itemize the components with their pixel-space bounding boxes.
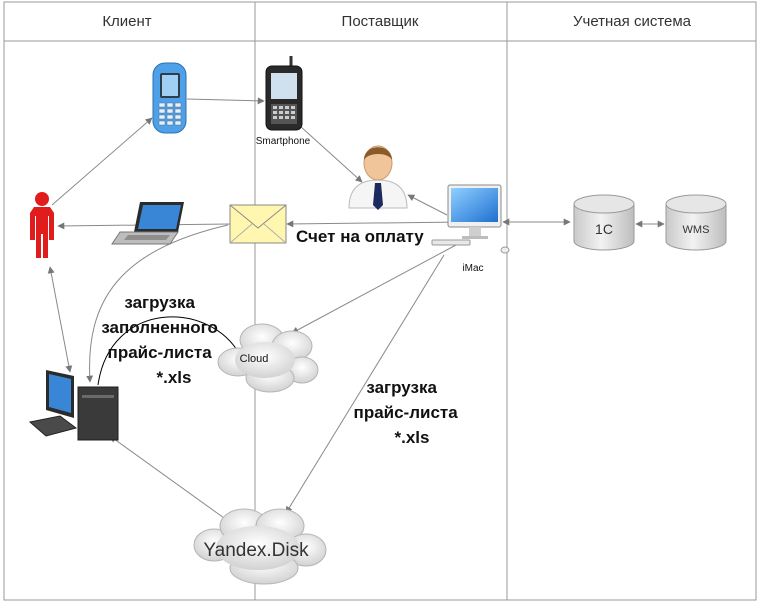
yandex-disk-label: Yandex.Disk bbox=[203, 540, 309, 561]
connectors bbox=[47, 97, 665, 519]
cloud-icon bbox=[217, 323, 319, 393]
database-wms-label: WMS bbox=[683, 224, 710, 236]
invoice-label: Счет на оплату bbox=[296, 227, 424, 246]
arrow-smartphone-to-manager bbox=[299, 125, 363, 183]
manager-icon bbox=[348, 145, 408, 210]
arrow-imac-to-manager bbox=[407, 194, 448, 216]
swimlane-grid bbox=[3, 1, 757, 601]
arrow-person-pc bbox=[47, 266, 73, 373]
laptop-icon bbox=[111, 202, 184, 245]
envelope-icon bbox=[229, 204, 287, 244]
arrow-imac-to-envelope bbox=[286, 220, 465, 228]
arrow-pc-to-cloud bbox=[97, 316, 241, 386]
arrow-imac-to-cloud bbox=[291, 244, 457, 334]
cloud-label: Cloud bbox=[240, 353, 269, 365]
desktop-pc-icon bbox=[28, 370, 119, 441]
arrow-phone-to-smartphone bbox=[186, 97, 265, 105]
person-icon bbox=[30, 192, 54, 258]
arrow-imac-to-disk bbox=[285, 254, 445, 514]
lane-header-client: Клиент bbox=[102, 13, 151, 30]
database-1c-icon bbox=[573, 194, 635, 251]
arrow-envelope-to-pc bbox=[86, 224, 229, 383]
mobile-phone-icon bbox=[152, 62, 187, 134]
database-1c-label: 1C bbox=[595, 221, 613, 237]
smartphone-icon bbox=[265, 56, 303, 131]
imac-icon bbox=[431, 184, 510, 254]
lane-header-supplier: Поставщик bbox=[342, 13, 419, 30]
upload-price-label: загрузка прайс-листа *.xls bbox=[354, 378, 463, 447]
smartphone-label: Smartphone bbox=[256, 136, 311, 147]
database-wms-icon bbox=[665, 194, 727, 251]
lane-header-accounting: Учетная система bbox=[573, 13, 692, 30]
arrow-disk-to-pc bbox=[109, 435, 225, 519]
yandex-disk-cloud-icon bbox=[193, 508, 327, 585]
imac-label: iMac bbox=[462, 263, 483, 274]
upload-filled-price-label: загрузка заполненного прайс-листа *.xls bbox=[101, 293, 222, 387]
arrow-person-to-phone bbox=[51, 117, 153, 206]
